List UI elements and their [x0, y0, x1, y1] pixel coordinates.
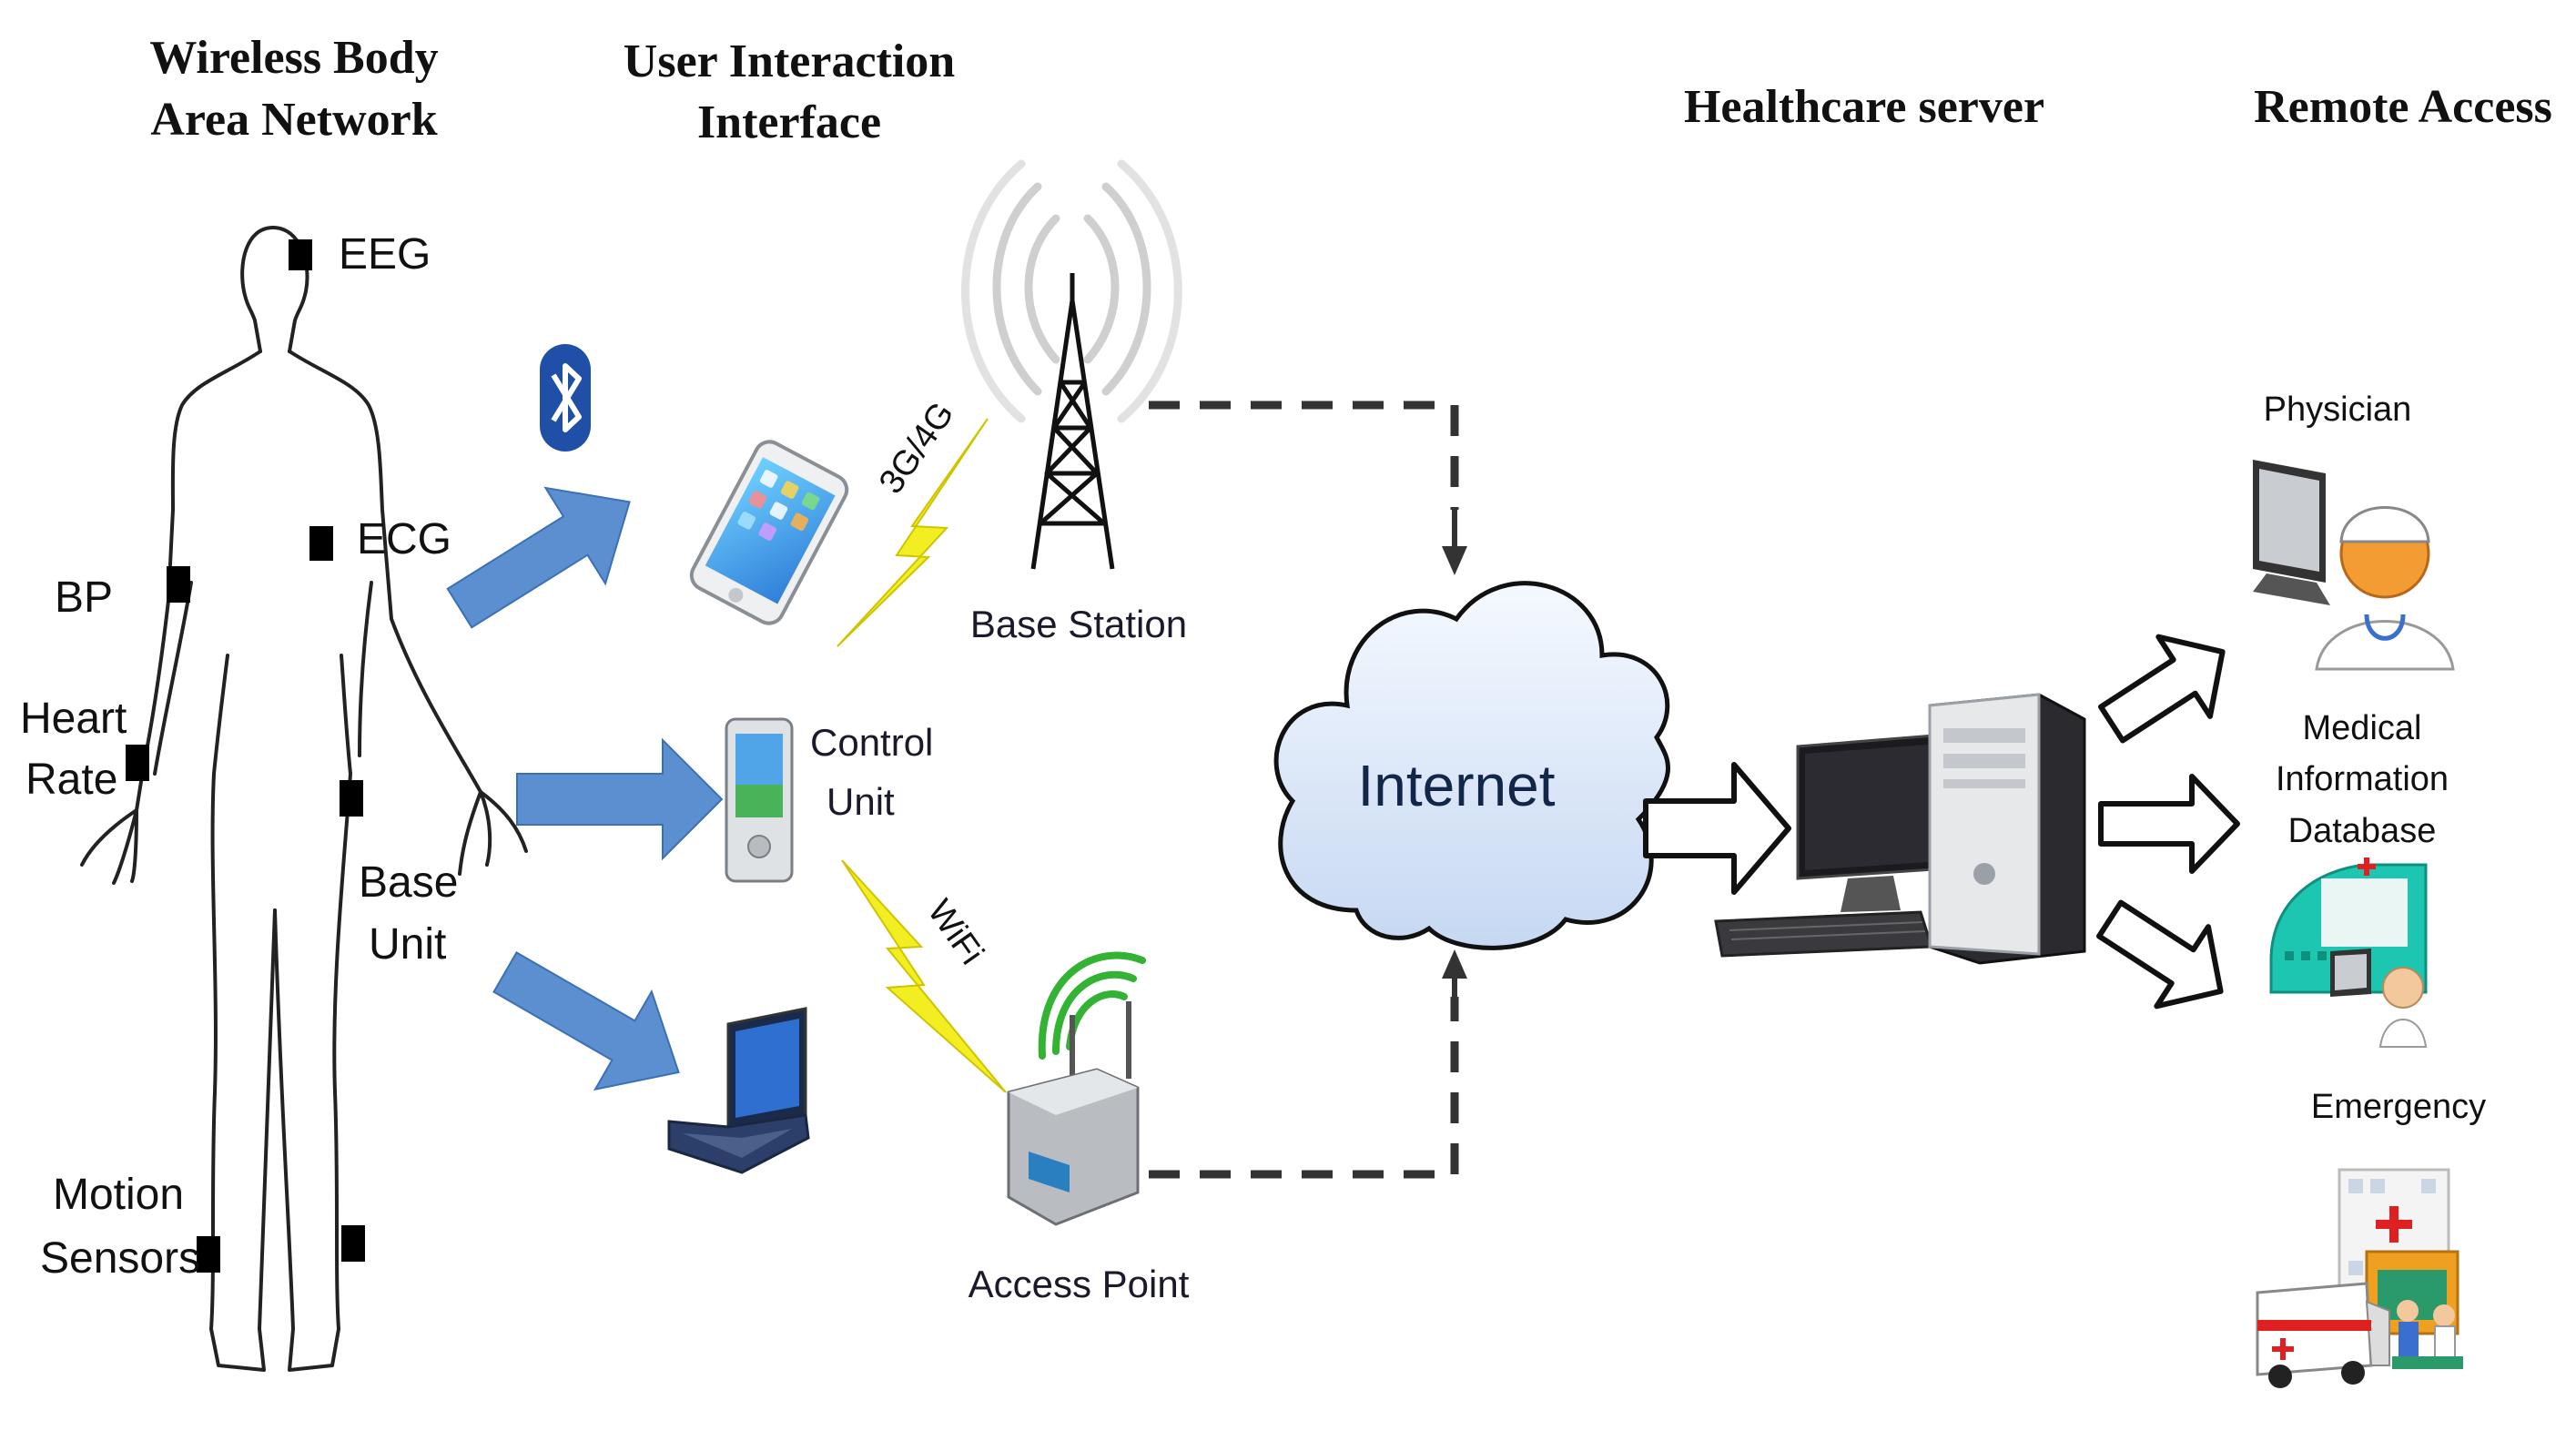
label-wifi: WiFi — [920, 893, 991, 971]
label-base-line2: Unit — [369, 920, 446, 969]
label-emergency: Emergency — [2311, 1088, 2486, 1126]
label-access-point: Access Point — [969, 1263, 1190, 1305]
human-body-outline — [80, 226, 528, 1372]
label-medical-line1: Medical — [2303, 709, 2422, 747]
label-control-line1: Control — [810, 721, 933, 764]
paramedics-icon — [2392, 1300, 2463, 1369]
header-remote-access: Remote Access — [2254, 81, 2552, 133]
router-icon — [1007, 951, 1146, 1226]
label-heart-line1: Heart — [20, 695, 127, 743]
physician-icon — [2253, 460, 2455, 671]
blue-arrow-to-laptop — [492, 950, 680, 1091]
label-bp: BP — [55, 573, 113, 622]
header-wban-line1: Wireless Body — [149, 32, 438, 84]
label-base-station: Base Station — [970, 603, 1187, 645]
hollow-arrow-to-server — [1643, 762, 1791, 895]
label-heart-line2: Rate — [25, 756, 117, 804]
header-uii-line1: User Interaction — [624, 36, 955, 87]
tower-icon — [961, 159, 1182, 570]
cloud-icon — [1273, 581, 1670, 950]
laptop-icon — [667, 1007, 810, 1174]
label-ecg: ECG — [357, 515, 451, 563]
hospital-icon — [2269, 857, 2428, 1048]
computer-icon — [1714, 693, 2086, 965]
header-healthcare-server: Healthcare server — [1684, 81, 2044, 133]
dashed-connectors — [1149, 401, 1459, 1179]
arrowhead-down — [1442, 546, 1467, 575]
motion-sensor-left — [197, 1236, 220, 1273]
label-internet: Internet — [1357, 753, 1555, 818]
heart-rate-sensor — [126, 745, 149, 781]
label-control-line2: Unit — [827, 780, 895, 823]
smartphone-icon — [689, 440, 849, 625]
bluetooth-icon — [540, 344, 591, 452]
label-3g-4g: 3G/4G — [872, 395, 962, 501]
hollow-arrow-to-emergency — [2096, 899, 2224, 1010]
bp-sensor — [167, 566, 190, 603]
header-uii-line2: Interface — [697, 96, 881, 148]
blue-arrow-to-phone — [446, 486, 631, 629]
label-motion-line2: Sensors — [40, 1234, 200, 1283]
lightning-wifi — [841, 859, 1007, 1093]
pda-icon — [725, 717, 794, 883]
motion-sensor-right — [341, 1225, 365, 1262]
hollow-arrow-to-database — [2098, 774, 2240, 874]
label-physician: Physician — [2264, 391, 2412, 429]
lightning-3g-4g — [837, 418, 989, 647]
blue-arrow-to-pda — [516, 737, 724, 861]
label-motion-line1: Motion — [53, 1171, 184, 1219]
label-medical-line3: Database — [2288, 812, 2437, 850]
label-medical-line2: Information — [2276, 760, 2449, 798]
header-wban-line2: Area Network — [150, 94, 437, 146]
ambulance-icon — [2256, 1282, 2390, 1388]
base-unit-sensor — [340, 780, 363, 817]
hollow-arrow-to-physician — [2098, 634, 2226, 744]
ecg-sensor — [309, 526, 333, 561]
label-base-line1: Base — [359, 858, 458, 907]
eeg-sensor — [289, 239, 312, 270]
arrowhead-up — [1442, 949, 1467, 979]
label-eeg: EEG — [339, 230, 431, 279]
